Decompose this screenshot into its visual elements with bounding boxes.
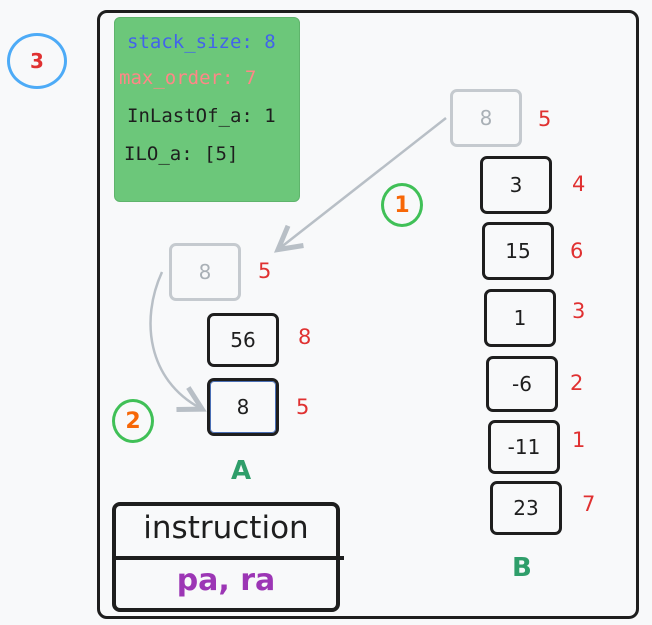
move-two-number: 2 [125,408,141,434]
diagram-frame [97,10,639,619]
stack-b-ghost-node: 8 [450,89,522,147]
stack-b-index: 2 [570,371,584,395]
in-last-of-a-text: InLastOf_a: 1 [127,105,276,127]
stack-b-ghost-index: 5 [538,107,552,131]
instruction-title: instruction [143,510,309,546]
step-number: 3 [30,49,44,73]
stack-a-ghost-index: 5 [258,259,272,283]
stack-a-node: 56 [207,313,279,367]
instruction-text: pa, ra [176,563,276,598]
arrow-rotate-a [149,271,200,408]
stack-b-node: 1 [484,289,556,347]
move-one-number: 1 [394,192,410,218]
stack-b-index: 3 [572,299,586,323]
stack-a-node: 8 [207,378,279,436]
move-two-circle: 2 [112,399,154,443]
info-panel [114,17,300,202]
stack-b-node: 15 [482,222,554,280]
stack-b-node: 3 [480,156,552,214]
max-order-text: max_order: 7 [119,67,257,89]
stack-b-index: 6 [570,239,584,263]
stack-a-index: 5 [296,395,310,419]
stack-b-node: 23 [490,481,562,535]
ilo-a-text: ILO_a: [5] [124,143,239,165]
stack-b-index: 4 [572,172,586,196]
stack-size-text: stack_size: 8 [127,31,276,53]
stack-b-node: -6 [486,356,558,412]
instruction-divider [112,556,344,560]
step-indicator: 3 [7,33,67,89]
stack-b-index: 1 [572,428,586,452]
stack-b-index: 7 [582,492,596,516]
stack-b-node: -11 [488,420,560,474]
arrow-b-to-a [280,117,447,248]
stack-a-index: 8 [298,325,312,349]
stack-b-label: B [512,553,532,583]
stack-a-label: A [231,456,252,486]
stack-a-ghost-node: 8 [169,243,241,301]
move-one-circle: 1 [381,183,423,227]
